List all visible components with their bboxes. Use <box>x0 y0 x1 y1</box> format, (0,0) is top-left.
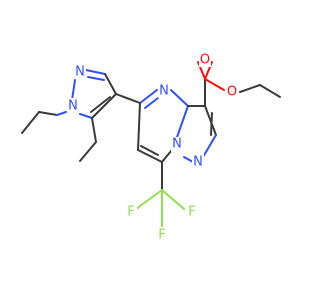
molecule-drawing: N N N N N O O F F F <box>21 52 281 243</box>
pyrazole-c4-c5-double <box>90 96 111 113</box>
fused-c3-c2-double <box>210 112 213 136</box>
atom-f-left: F <box>127 205 134 220</box>
molecule-structure-canvas: N N N N N O O F F F <box>21 52 281 243</box>
atom-n-bridge: N <box>172 137 182 152</box>
pyrimidine-n4-c3a-bond <box>170 89 189 107</box>
pyrazole-c4-c5-bond <box>91 93 117 119</box>
pyrimidine-c7-c6-bond <box>137 149 163 163</box>
fused-c3-c2-bond <box>204 105 217 136</box>
atom-f-right: F <box>188 205 195 220</box>
pyrazole-n1-n2-bond <box>71 79 76 101</box>
ester-ch2-ch3-bond <box>259 84 281 98</box>
ester-o-ch2-bond <box>239 84 261 93</box>
pyrazole-n2-c3-bond <box>85 69 106 75</box>
biaryl-bond <box>115 93 141 104</box>
atom-o-carbonyl: O <box>200 53 210 68</box>
atom-f-bottom: F <box>158 228 165 243</box>
methyl-stub <box>79 141 97 162</box>
atom-n-pyrazole-fused: N <box>193 155 203 170</box>
fused-c2-n1-bond <box>202 134 217 158</box>
pyrazole-c5-n1-bond <box>79 113 93 119</box>
pyrimidine-c7-c6-double <box>140 145 159 156</box>
ethyl-ch2-bond <box>38 111 58 116</box>
atom-n-pyrazole-2: N <box>75 65 85 80</box>
cf3-f-left-bond <box>135 189 163 210</box>
cf3-f-right-bond <box>161 189 185 210</box>
atom-o-ester: O <box>227 85 237 100</box>
pyrimidine-c6-c5-bond <box>137 102 141 151</box>
pyrimidine-c5-n4-double <box>144 97 159 109</box>
pyrazole-n2-c3-double <box>87 76 105 81</box>
atom-n-pyrazole-1: N <box>68 99 78 114</box>
pyrimidine-c5-n4-bond <box>139 89 158 104</box>
ester-c-oethyl-bond <box>204 78 225 91</box>
fused-n1-n-bond <box>183 156 194 163</box>
ethyl-n-bond <box>56 111 67 116</box>
atom-n-pyrimidine: N <box>159 84 169 99</box>
pyrimidine-c3a-n-bridge <box>175 105 189 141</box>
methyl-bond <box>91 117 97 143</box>
ethyl-ch3-bond <box>21 111 40 134</box>
pyrazole-c3-c4-bond <box>104 73 117 95</box>
